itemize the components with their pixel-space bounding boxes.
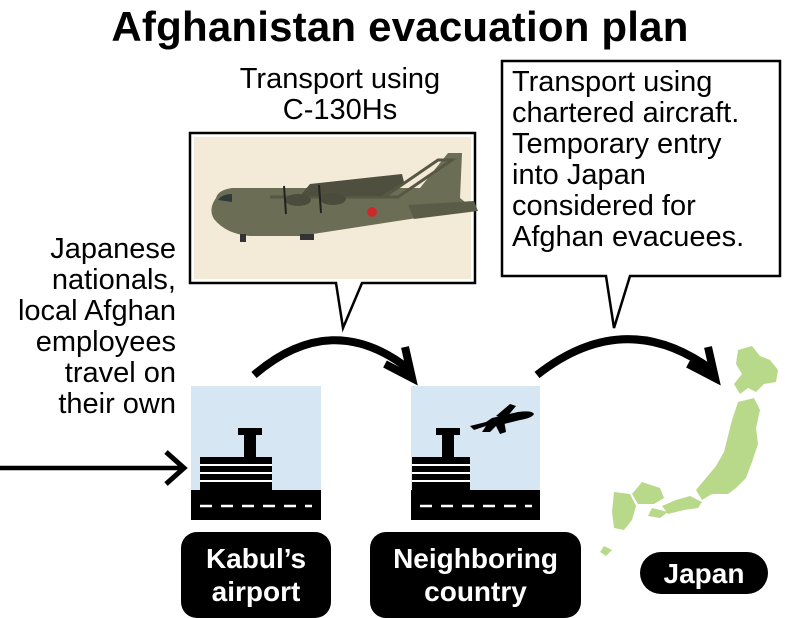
self-travel-line: employees [35,326,176,358]
self-travel-line: local Afghan [17,295,176,327]
kabul-airport-label: Kabul’s airport [181,532,331,618]
page-title: Afghanistan evacuation plan [111,3,689,50]
charter-callout-bubble [500,59,782,329]
arrow-self-travel-head [164,450,188,486]
c130-callout-line: Transport using [239,63,441,95]
japan-map-icon [600,346,778,556]
self-travel-text: Japanese nationals, local Afghan employe… [0,234,176,420]
c130-callout-text: Transport using C-130Hs [200,64,480,126]
c130-callout-line: C-130Hs [282,94,398,126]
charter-callout-line: Temporary entry [512,128,722,160]
departing-airplane-icon [470,404,534,434]
self-travel-line: Japanese [50,233,176,265]
arrow-neighbor-to-japan [534,335,715,379]
arrow-kabul-to-neighbor [251,336,413,379]
charter-callout-line: Transport using [512,66,713,98]
japan-label-text: Japan [663,557,745,589]
charter-callout-line: considered for [512,190,696,222]
self-travel-line: travel on [64,357,176,389]
charter-callout-line: into Japan [512,159,646,191]
arrow-neighbor-to-japan-head [686,346,721,386]
neighbor-label-line: Neighboring [393,543,558,574]
neighbor-airport-icon [411,386,540,520]
c130-aircraft-icon [211,153,478,242]
japan-label: Japan [640,552,768,594]
kabul-label-line: airport [211,576,301,607]
neighbor-label-line: country [424,576,527,607]
self-travel-line: their own [58,388,176,420]
charter-callout-line: chartered aircraft. [512,97,740,129]
neighboring-country-label: Neighboring country [370,532,581,618]
kabul-airport-icon [191,386,321,520]
kabul-label-line: Kabul’s [205,543,307,574]
charter-callout-line: Afghan evacuees. [512,221,745,253]
arrow-kabul-to-neighbor-head [383,346,418,386]
charter-callout-text: Transport using chartered aircraft. Temp… [512,67,780,253]
self-travel-line: nationals, [51,264,176,296]
